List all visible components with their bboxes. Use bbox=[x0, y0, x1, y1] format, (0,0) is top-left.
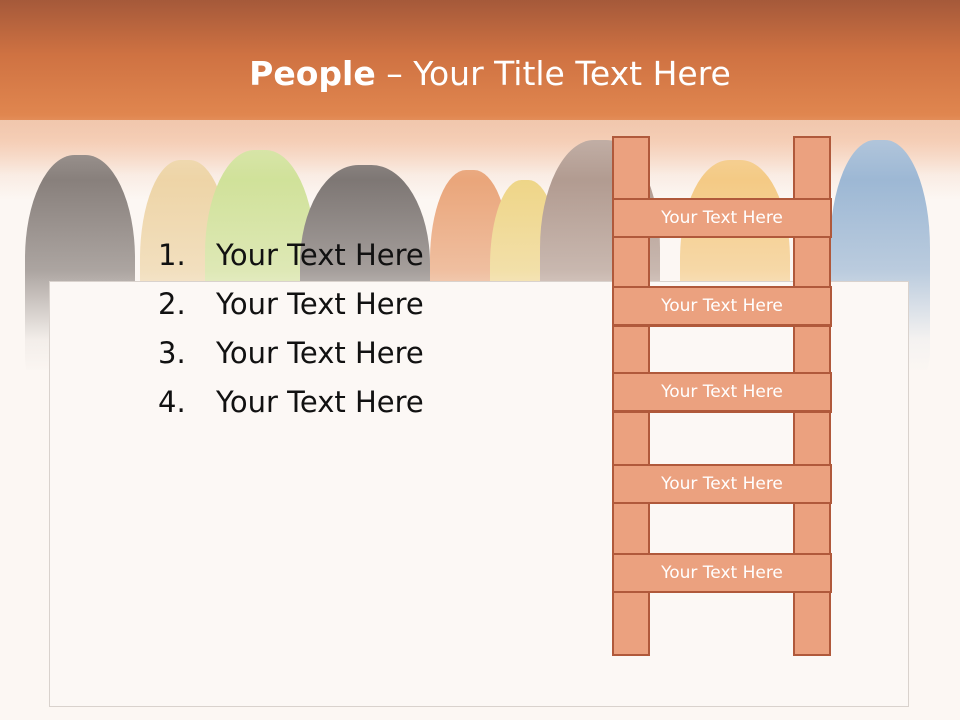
ladder-rung: Your Text Here bbox=[612, 372, 832, 412]
ladder-rung: Your Text Here bbox=[612, 553, 832, 593]
numbered-list: 1. Your Text Here 2. Your Text Here 3. Your… bbox=[158, 234, 424, 430]
list-item: 4. Your Text Here bbox=[158, 381, 424, 430]
slide-title-rest: – Your Title Text Here bbox=[375, 54, 731, 93]
list-item: 2. Your Text Here bbox=[158, 283, 424, 332]
list-text: Your Text Here bbox=[216, 238, 424, 272]
ladder-rung: Your Text Here bbox=[612, 286, 832, 326]
ladder-divider bbox=[612, 411, 832, 413]
list-text: Your Text Here bbox=[216, 336, 424, 370]
slide-title: People – Your Title Text Here bbox=[0, 54, 960, 93]
ladder-divider bbox=[612, 325, 832, 327]
list-number: 2. bbox=[158, 287, 186, 321]
list-item: 1. Your Text Here bbox=[158, 234, 424, 283]
slide-title-bold: People bbox=[249, 54, 376, 93]
list-text: Your Text Here bbox=[216, 287, 424, 321]
list-item: 3. Your Text Here bbox=[158, 332, 424, 381]
list-number: 1. bbox=[158, 238, 186, 272]
list-number: 3. bbox=[158, 336, 186, 370]
list-number: 4. bbox=[158, 385, 186, 419]
ladder-rung: Your Text Here bbox=[612, 198, 832, 238]
list-text: Your Text Here bbox=[216, 385, 424, 419]
ladder-rung: Your Text Here bbox=[612, 464, 832, 504]
